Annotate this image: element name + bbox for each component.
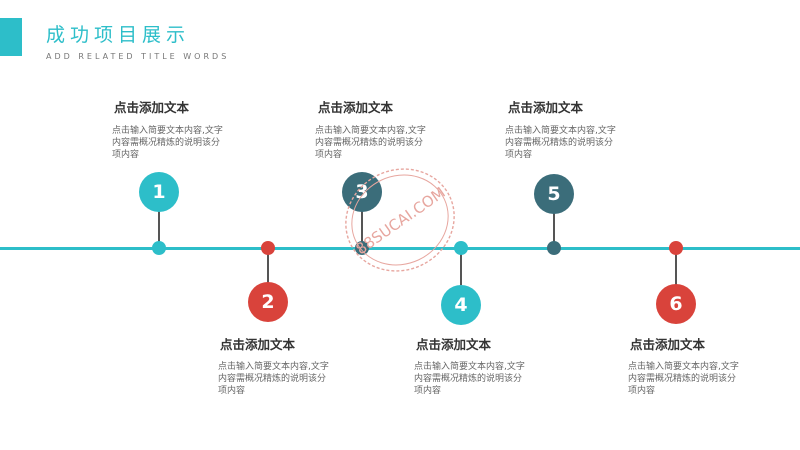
page-subtitle: ADD RELATED TITLE WORDS (46, 52, 230, 61)
milestone-5-connector (553, 200, 555, 247)
milestone-5-circle: 5 (534, 174, 574, 214)
milestone-2-circle: 2 (248, 282, 288, 322)
milestone-3-dot (355, 241, 369, 255)
milestone-2-dot (261, 241, 275, 255)
milestone-1-description: 点击输入简要文本内容,文字内容需概况精炼的说明该分项内容 (112, 126, 223, 160)
milestone-4-heading: 点击添加文本 (416, 337, 492, 352)
milestone-3-circle: 3 (342, 172, 382, 212)
milestone-6-circle: 6 (656, 284, 696, 324)
milestone-6-connector (675, 250, 677, 285)
milestone-5-heading: 点击添加文本 (508, 100, 584, 115)
milestone-4-description: 点击输入简要文本内容,文字内容需概况精炼的说明该分项内容 (414, 362, 525, 396)
milestone-6-dot (669, 241, 683, 255)
milestone-4-connector (460, 250, 462, 285)
milestone-2-heading: 点击添加文本 (220, 337, 296, 352)
milestone-1-heading: 点击添加文本 (114, 100, 190, 115)
milestone-4-dot (454, 241, 468, 255)
milestone-5-dot (547, 241, 561, 255)
milestone-4-circle: 4 (441, 285, 481, 325)
milestone-1-circle: 1 (139, 172, 179, 212)
watermark-stamp: 88SUCAI.COM (345, 168, 455, 272)
watermark-text: 88SUCAI.COM (353, 183, 449, 258)
milestone-2-description: 点击输入简要文本内容,文字内容需概况精炼的说明该分项内容 (218, 362, 329, 396)
milestone-3-description: 点击输入简要文本内容,文字内容需概况精炼的说明该分项内容 (315, 126, 426, 160)
header-accent-block (0, 18, 22, 56)
milestone-1-connector (158, 200, 160, 247)
milestone-1-dot (152, 241, 166, 255)
milestone-6-heading: 点击添加文本 (630, 337, 706, 352)
page-title: 成功项目展示 (46, 24, 191, 46)
milestone-5-description: 点击输入简要文本内容,文字内容需概况精炼的说明该分项内容 (505, 126, 616, 160)
milestone-2-connector (267, 250, 269, 285)
milestone-6-description: 点击输入简要文本内容,文字内容需概况精炼的说明该分项内容 (628, 362, 739, 396)
timeline-line (0, 247, 800, 250)
milestone-3-connector (361, 200, 363, 247)
milestone-3-heading: 点击添加文本 (318, 100, 394, 115)
